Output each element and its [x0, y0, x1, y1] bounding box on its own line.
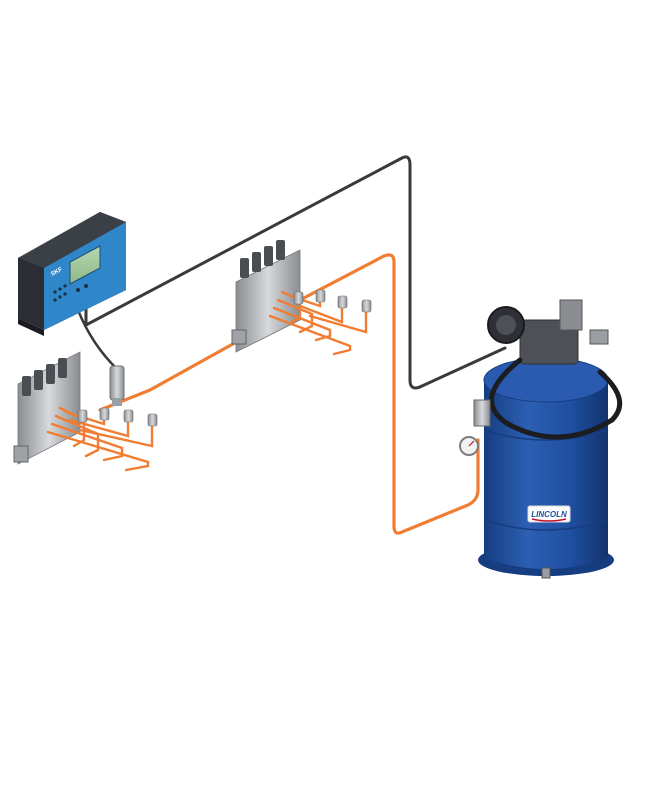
controller-logo: SKF [50, 267, 64, 278]
proximity-sensor-icon [109, 365, 125, 406]
signal-cable [76, 155, 507, 390]
progressive-divider-icon [231, 240, 372, 356]
control-unit-icon: SKF [18, 212, 126, 336]
brand-label: LINCOLN [527, 505, 571, 523]
pump-reservoir-icon: LINCOLN [459, 299, 623, 579]
pump-motor [487, 299, 609, 365]
pressure-gauge-icon [459, 399, 491, 456]
progressive-divider-icon [13, 351, 158, 472]
brand-logo: LINCOLN [531, 510, 567, 519]
